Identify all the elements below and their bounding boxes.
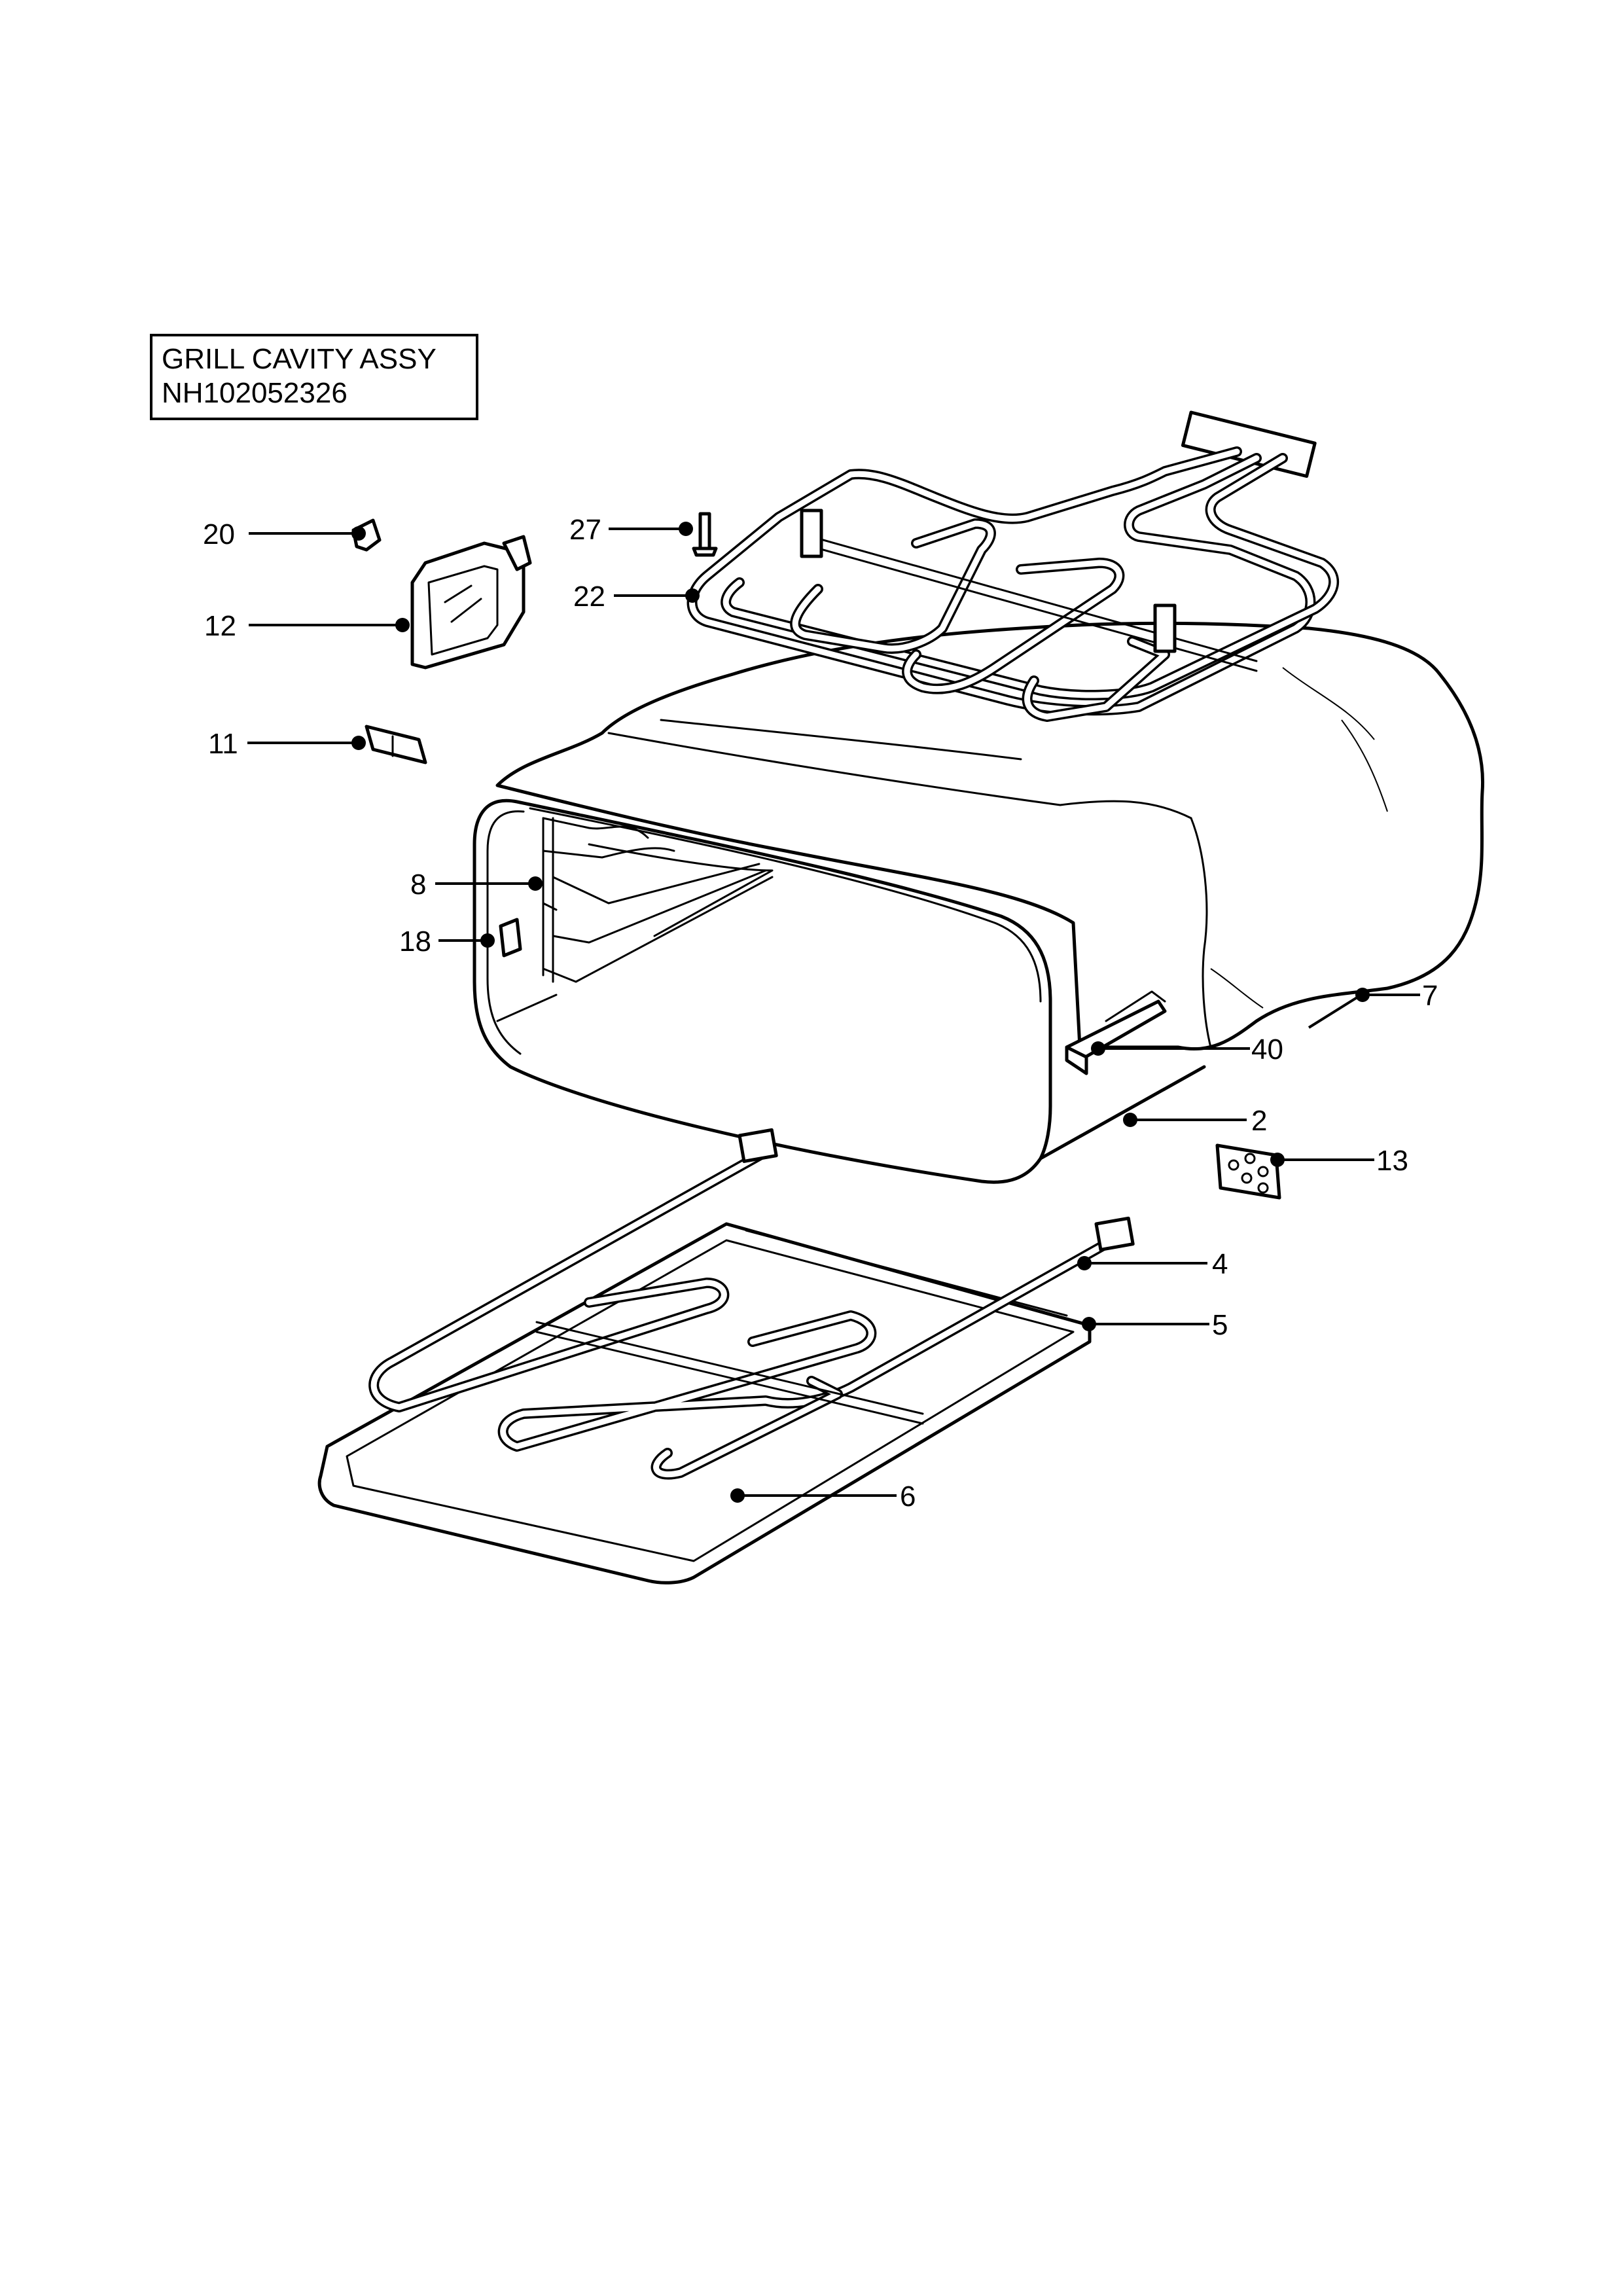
bottom-element-drawing: [317, 1128, 1135, 1585]
assembly-part-number: NH102052326: [162, 377, 348, 409]
insulation-wrap: [495, 622, 1485, 1051]
lamp-holder-drawing: [410, 535, 532, 670]
callout-7: 7: [1422, 980, 1438, 1012]
terminal-block-drawing: [1215, 1143, 1281, 1200]
callout-4: 4: [1212, 1248, 1228, 1280]
callout-11: 11: [208, 728, 238, 760]
shelf-runner-wires: [542, 817, 774, 983]
callout-22: 22: [573, 581, 605, 613]
callout-40: 40: [1251, 1033, 1283, 1066]
pin-27-drawing: [692, 512, 718, 557]
callout-labels: 20 12 11 27 22 8 18 7 40 2 13 4 5 6: [203, 514, 1438, 1513]
cavity-body-drawing: [473, 622, 1485, 1184]
callout-27: 27: [569, 514, 601, 546]
bracket-40-drawing: [1065, 990, 1167, 1075]
callout-12: 12: [204, 610, 236, 642]
callout-2: 2: [1251, 1105, 1267, 1137]
clip-18-drawing: [499, 918, 522, 958]
callout-18: 18: [399, 925, 431, 958]
lamp-housing: [410, 541, 526, 670]
callout-5: 5: [1212, 1309, 1228, 1341]
callout-20: 20: [203, 518, 235, 550]
callout-8: 8: [410, 869, 426, 901]
grill-element-drawing: [687, 410, 1339, 722]
callout-leaders: [247, 522, 1420, 1503]
callout-6: 6: [900, 1480, 916, 1513]
cavity-front: [473, 798, 1052, 1184]
bracket-11-drawing: [365, 725, 427, 764]
assembly-title: GRILL CAVITY ASSY: [162, 343, 437, 375]
callout-13: 13: [1376, 1145, 1408, 1177]
title-box: GRILL CAVITY ASSY NH102052326: [150, 334, 478, 420]
